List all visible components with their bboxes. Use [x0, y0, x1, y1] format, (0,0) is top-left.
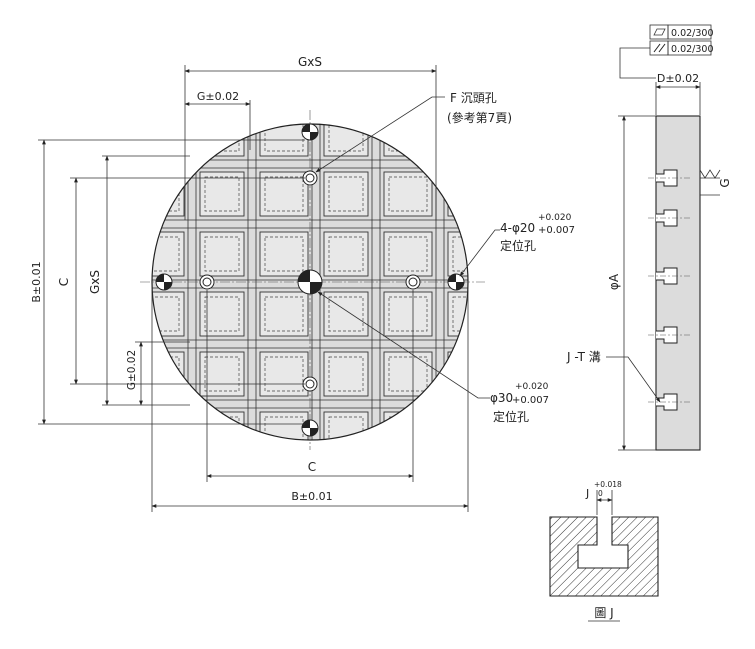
callout-f-leader — [315, 96, 445, 173]
dim-b-bottom-label: B±0.01 — [291, 490, 332, 503]
dim-gxs-top-label: GxS — [298, 55, 322, 69]
grid-cell — [152, 351, 185, 397]
grid-cell — [323, 351, 369, 397]
quadrant-mark-bottom — [301, 419, 319, 437]
surface-finish-icon — [699, 169, 721, 179]
callout-f-line1: F 沉頭孔 — [450, 91, 497, 105]
quadrant-mark-left — [155, 273, 173, 291]
dim-g-top-label: G±0.02 — [197, 90, 239, 103]
callout-4phi20-leader — [459, 229, 500, 277]
dim-c-bottom-label: C — [308, 460, 316, 474]
flatness-value: 0.02/300 — [671, 28, 714, 39]
callout-phi30-main: φ30 — [490, 391, 513, 405]
quadrant-mark-top — [301, 123, 319, 141]
detail-section-hatch — [549, 516, 659, 597]
grid-cell — [259, 124, 309, 157]
grid-cell — [323, 411, 369, 440]
dim-d-label: D±0.02 — [657, 72, 699, 85]
grid-cell — [152, 291, 185, 337]
dim-j-label: J — [585, 487, 589, 500]
callout-4phi20-main: 4-φ20 — [500, 221, 535, 235]
grid-cell — [383, 411, 433, 440]
flatness-icon — [653, 28, 666, 36]
callout-4phi20-line2: 定位孔 — [500, 238, 536, 253]
grid-cell — [323, 171, 369, 217]
dim-gxs-left-label: GxS — [88, 270, 102, 294]
side-view: 0.02/300 0.02/300 D±0.02 — [566, 24, 732, 451]
grid-cell — [259, 171, 309, 217]
locating-hole-right — [405, 274, 421, 290]
dim-j-tol-lower: 0 — [598, 489, 603, 498]
callout-4phi20-tol-lower: +0.007 — [538, 225, 575, 236]
locating-hole-bottom — [302, 376, 318, 392]
dim-phia-label: φA — [607, 273, 621, 290]
quadrant-mark-right — [447, 273, 465, 291]
callout-4phi20-tol-upper: +0.020 — [538, 213, 572, 223]
grid-cell — [323, 231, 369, 277]
callout-phi30-tol-upper: +0.020 — [515, 382, 549, 392]
grid-cell — [383, 351, 433, 397]
grid-cell — [383, 291, 433, 337]
grid-cell — [199, 124, 245, 157]
detail-caption: 圖 J — [594, 606, 613, 620]
grid-cell — [383, 231, 433, 277]
grid-cell — [447, 291, 468, 337]
grid-cell — [447, 171, 468, 217]
grid-cell — [259, 291, 309, 337]
grid-cell — [152, 124, 185, 157]
callout-phi30-tol-lower: +0.007 — [512, 395, 549, 406]
locating-hole-left — [199, 274, 215, 290]
parallel-icon — [653, 43, 661, 53]
grid-cell — [152, 171, 185, 217]
side-plate — [655, 115, 701, 451]
parallel-frame: 0.02/300 — [649, 40, 714, 56]
grid-cell — [447, 351, 468, 397]
grid-cell — [152, 411, 185, 440]
dim-j-tol-upper: +0.018 — [594, 480, 622, 489]
grid-cell — [259, 231, 309, 277]
grid-cell — [259, 351, 309, 397]
parallel-value: 0.02/300 — [671, 44, 714, 55]
callout-phi30-line2: 定位孔 — [493, 409, 529, 424]
grid-cell — [199, 171, 245, 217]
grid-cell — [383, 124, 433, 157]
callout-jt-label: J -T 溝 — [566, 350, 601, 364]
dim-b-left-label: B±0.01 — [30, 261, 43, 302]
dim-g-left-label: G±0.02 — [126, 350, 138, 390]
callout-f-line2: (參考第7頁) — [447, 110, 512, 125]
grid-cell — [323, 124, 369, 157]
grid-cell — [447, 231, 468, 277]
dim-c-left-label: C — [57, 278, 71, 286]
flatness-frame: 0.02/300 — [649, 24, 714, 40]
detail-view: J +0.018 0 圖 J — [549, 480, 659, 622]
callout-jt-leader — [606, 356, 661, 403]
grid-cell — [152, 231, 185, 277]
grid-cell — [447, 411, 468, 440]
center-locating-hole — [297, 269, 323, 295]
locating-hole-top — [302, 170, 318, 186]
grid-cell — [383, 171, 433, 217]
surface-finish-label: G — [718, 178, 732, 187]
front-view: GxS G±0.02 B±0.01 C GxS G±0.02 C B± — [30, 55, 575, 512]
grid-cell — [199, 231, 245, 277]
callout-phi30-leader — [317, 291, 490, 399]
grid-cell — [323, 291, 369, 337]
